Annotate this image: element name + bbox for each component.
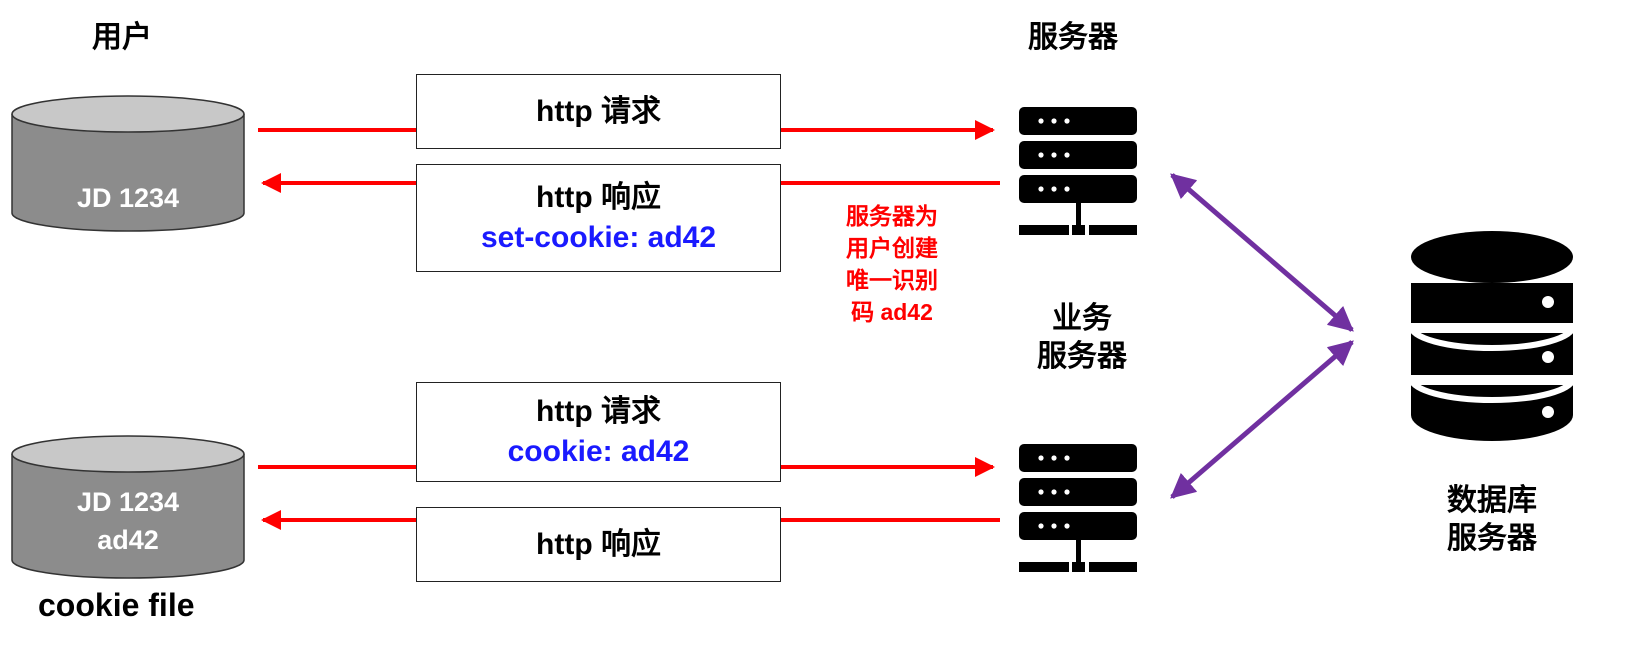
database-icon (1408, 231, 1576, 441)
user-label: 用户 (92, 21, 152, 54)
server-rack-icon (1019, 107, 1137, 235)
cookie-storage-cylinder (11, 435, 245, 579)
server-label: 服务器 (1028, 21, 1118, 54)
db-link-arrow-top (1170, 173, 1354, 332)
db-link-arrow-bottom (1170, 340, 1354, 499)
http-request-box-2: http 请求 cookie: ad42 (416, 382, 781, 482)
cookie-storage-text: JD 1234 ad42 (76, 487, 180, 555)
user-storage-cylinder-top (11, 95, 245, 232)
cookie-file-label: cookie file (38, 587, 195, 623)
set-cookie-header: set-cookie: ad42 (480, 221, 717, 254)
http-response-box-1: http 响应 set-cookie: ad42 (416, 164, 781, 272)
user-storage-text: JD 1234 (76, 183, 180, 213)
db-server-label: 数据库 服务器 (1447, 484, 1537, 555)
cookie-header: cookie: ad42 (507, 435, 690, 468)
business-server-label: 业务 服务器 (1037, 302, 1127, 373)
server-rack-icon (1019, 444, 1137, 572)
server-note: 服务器为 用户创建 唯一识别 码 ad42 (846, 203, 938, 325)
http-response-box-2: http 响应 (416, 507, 781, 582)
http-request-box-1: http 请求 (416, 74, 781, 149)
